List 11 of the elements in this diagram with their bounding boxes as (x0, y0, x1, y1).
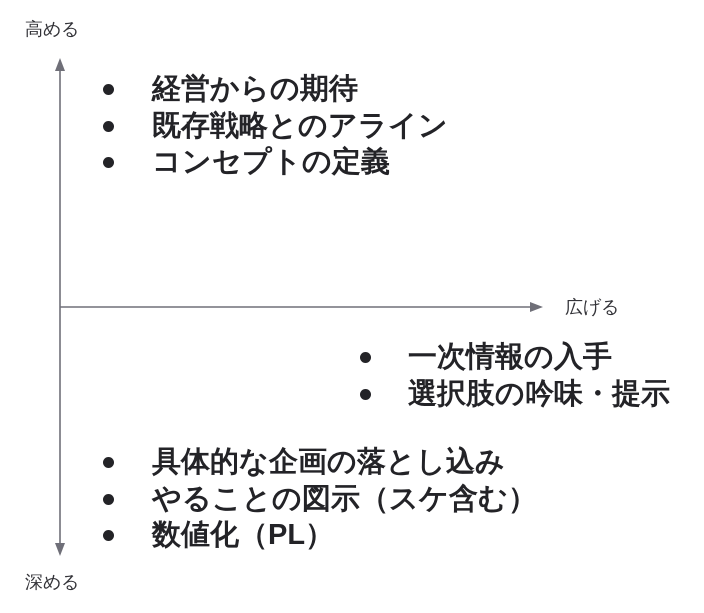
list-item: 具体的な企画の落とし込み (152, 445, 505, 480)
list-item: 一次情報の入手 (408, 340, 612, 375)
list-item: やることの図示（スケ含む） (152, 482, 537, 517)
axis-label: 高める (25, 18, 79, 41)
list-item: 数値化（PL） (152, 518, 334, 553)
list-item: 経営からの期待 (152, 72, 358, 107)
list-item: コンセプトの定義 (152, 144, 390, 180)
axis-label: 広げる (565, 296, 619, 319)
list-item: 既存戦略とのアライン (152, 109, 448, 144)
list-item: 選択肢の吟味・提示 (408, 377, 670, 412)
axis-label: 深める (25, 571, 79, 594)
